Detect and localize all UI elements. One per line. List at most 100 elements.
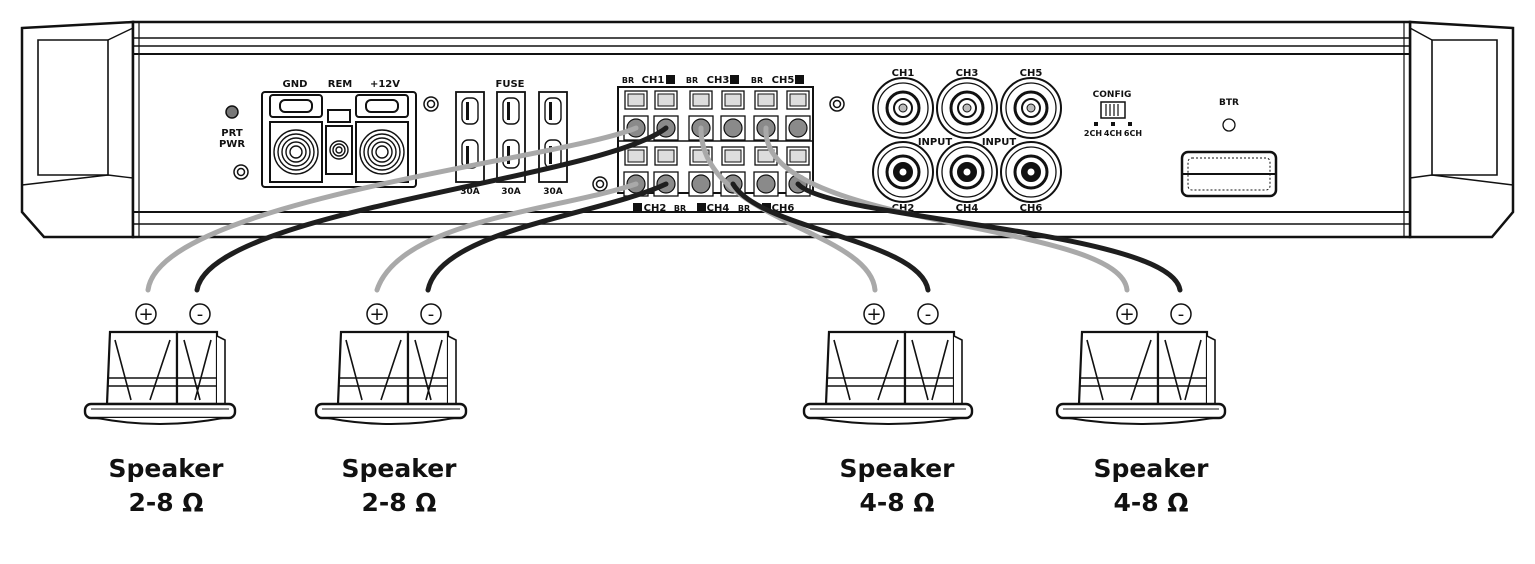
terminal-screw [786, 90, 810, 110]
rca-ch4-label: CH4 [956, 203, 979, 214]
rca-ch5-label: CH5 [1020, 68, 1043, 79]
terminal-screw [624, 90, 648, 110]
prt-label: PRT [221, 128, 243, 139]
speaker-3-label: Speaker 4-8 Ω [797, 452, 997, 520]
wire-spk3-negative [730, 181, 931, 293]
speaker-4-impedance: 4-8 Ω [1113, 488, 1189, 517]
fuse-title: FUSE [496, 79, 525, 90]
fuse-rating-3: 30A [543, 187, 563, 197]
plus-icon: + [366, 303, 388, 325]
minus-icon: - [189, 303, 211, 325]
terminal-screw [624, 146, 648, 166]
rca-ch1-label: CH1 [892, 68, 915, 79]
rca-jack-icon [936, 77, 998, 139]
wire-spk1-positive [145, 125, 639, 293]
fuse-block: FUSE 30A 30A 30A [455, 79, 568, 197]
fuse-rating-1: 30A [460, 187, 480, 197]
plus-sign: + [369, 304, 384, 325]
fuse-rating-2: 30A [501, 187, 521, 197]
rca-jack-icon [872, 77, 934, 139]
plus-sign: + [1119, 304, 1134, 325]
terminal-ch3-label: CH3 [707, 75, 730, 86]
plus-icon: + [135, 303, 157, 325]
speaker-3-name: Speaker [839, 454, 955, 483]
speakers: +-+-+-+- [83, 303, 1227, 425]
config-title: CONFIG [1093, 90, 1132, 100]
speaker-1-label: Speaker 2-8 Ω [66, 452, 266, 520]
br-label-ch4: BR [738, 204, 750, 213]
wire-spk3-positive [698, 125, 878, 293]
terminal-screw [753, 171, 779, 197]
rca-inputs: CH1 CH3 CH5 INPUT INPUT CH2 CH4 CH6 [872, 68, 1062, 214]
speaker-4-name: Speaker [1093, 454, 1209, 483]
terminal-ch2-label: CH2 [644, 203, 667, 214]
mounting-screws [233, 96, 845, 192]
plus-sign: + [138, 304, 153, 325]
rca-ch3-label: CH3 [956, 68, 979, 79]
speaker-4-label: Speaker 4-8 Ω [1051, 452, 1251, 520]
speaker-wires [145, 125, 1183, 293]
terminal-screw [721, 146, 745, 166]
btr-label: BTR [1219, 98, 1239, 108]
terminal-screw [654, 90, 678, 110]
wire-spk4-negative [795, 181, 1183, 293]
speaker-1: +- [83, 303, 237, 425]
rca-jack-icon [1000, 77, 1062, 139]
terminal-ch1-label: CH1 [642, 75, 665, 86]
speaker-3: +- [802, 303, 974, 425]
terminal-screw [623, 115, 649, 141]
screw-icon [423, 96, 439, 112]
terminal-screw [785, 115, 811, 141]
speaker-2-label: Speaker 2-8 Ω [299, 452, 499, 520]
input-label-1: INPUT [918, 137, 953, 148]
wire-spk2-positive [374, 181, 639, 293]
rca-jack-icon [872, 141, 934, 203]
speaker-2-name: Speaker [341, 454, 457, 483]
terminal-screw [754, 90, 778, 110]
wire-spk2-negative [425, 181, 669, 293]
config-6ch: 6CH [1124, 129, 1142, 138]
input-label-2: INPUT [982, 137, 1017, 148]
wire-spk1-negative [194, 125, 669, 293]
minus-icon: - [917, 303, 939, 325]
speaker-4: +- [1055, 303, 1227, 425]
terminal-ch5-label: CH5 [772, 75, 795, 86]
screw-icon [829, 96, 845, 112]
minus-icon: - [420, 303, 442, 325]
br-label-ch5: BR [751, 76, 763, 85]
config-2ch: 2CH [1084, 129, 1102, 138]
plus-icon: + [863, 303, 885, 325]
screw-icon [233, 164, 249, 180]
terminal-screw [721, 90, 745, 110]
plus-sign: + [866, 304, 881, 325]
speaker-1-name: Speaker [108, 454, 224, 483]
rem-label: REM [328, 79, 353, 90]
br-label-ch3: BR [686, 76, 698, 85]
terminal-ch6-label: CH6 [772, 203, 795, 214]
minus-sign: - [925, 304, 932, 325]
minus-icon: - [1170, 303, 1192, 325]
minus-sign: - [1178, 304, 1185, 325]
plus-icon: + [1116, 303, 1138, 325]
speaker-2-impedance: 2-8 Ω [361, 488, 437, 517]
minus-sign: - [428, 304, 435, 325]
pwr-label: PWR [219, 139, 245, 150]
speaker-2: +- [314, 303, 468, 425]
config-4ch: 4CH [1104, 129, 1122, 138]
speaker-3-impedance: 4-8 Ω [859, 488, 935, 517]
terminal-screw [654, 146, 678, 166]
terminal-screw [720, 115, 746, 141]
speaker-1-impedance: 2-8 Ω [128, 488, 204, 517]
rca-jack-icon [936, 141, 998, 203]
config-switch: CONFIG 2CH 4CH 6CH [1084, 90, 1142, 138]
rca-ch2-label: CH2 [892, 203, 915, 214]
terminal-screw [689, 90, 713, 110]
gnd-label: GND [283, 79, 308, 90]
terminal-ch4-label: CH4 [707, 203, 730, 214]
rca-ch6-label: CH6 [1020, 203, 1043, 214]
rca-jack-icon [1000, 141, 1062, 203]
terminal-screw [688, 171, 714, 197]
screw-icon [592, 176, 608, 192]
